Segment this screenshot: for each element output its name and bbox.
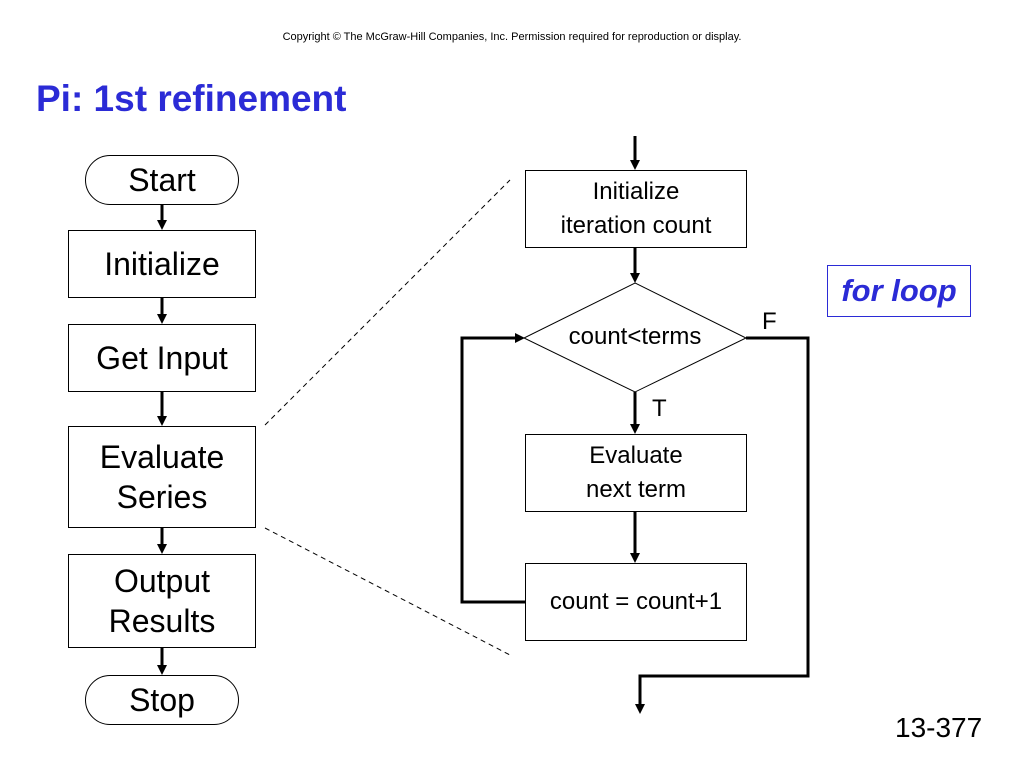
get-input-box: Get Input	[68, 324, 256, 392]
copyright-notice: Copyright © The McGraw-Hill Companies, I…	[282, 31, 742, 43]
zoom-dashed-lines	[264, 179, 511, 656]
slide-title: Pi: 1st refinement	[36, 78, 347, 119]
condition-label: count<terms	[568, 323, 702, 350]
loop-flow-arrows	[460, 136, 810, 714]
slide-number: 13-377	[895, 712, 983, 743]
start-terminal: Start	[85, 155, 239, 205]
false-branch-label: F	[762, 308, 777, 335]
main-flow-arrows	[157, 205, 167, 675]
condition-diamond	[522, 282, 748, 393]
evaluate-term-box: Evaluate next term	[525, 434, 747, 512]
true-branch-label: T	[652, 395, 667, 422]
init-count-box: Initialize iteration count	[525, 170, 747, 248]
initialize-box: Initialize	[68, 230, 256, 298]
stop-terminal: Stop	[85, 675, 239, 725]
output-results-box: Output Results	[68, 554, 256, 648]
increment-box: count = count+1	[525, 563, 747, 641]
for-loop-annotation: for loop	[827, 265, 971, 317]
evaluate-series-box: Evaluate Series	[68, 426, 256, 528]
